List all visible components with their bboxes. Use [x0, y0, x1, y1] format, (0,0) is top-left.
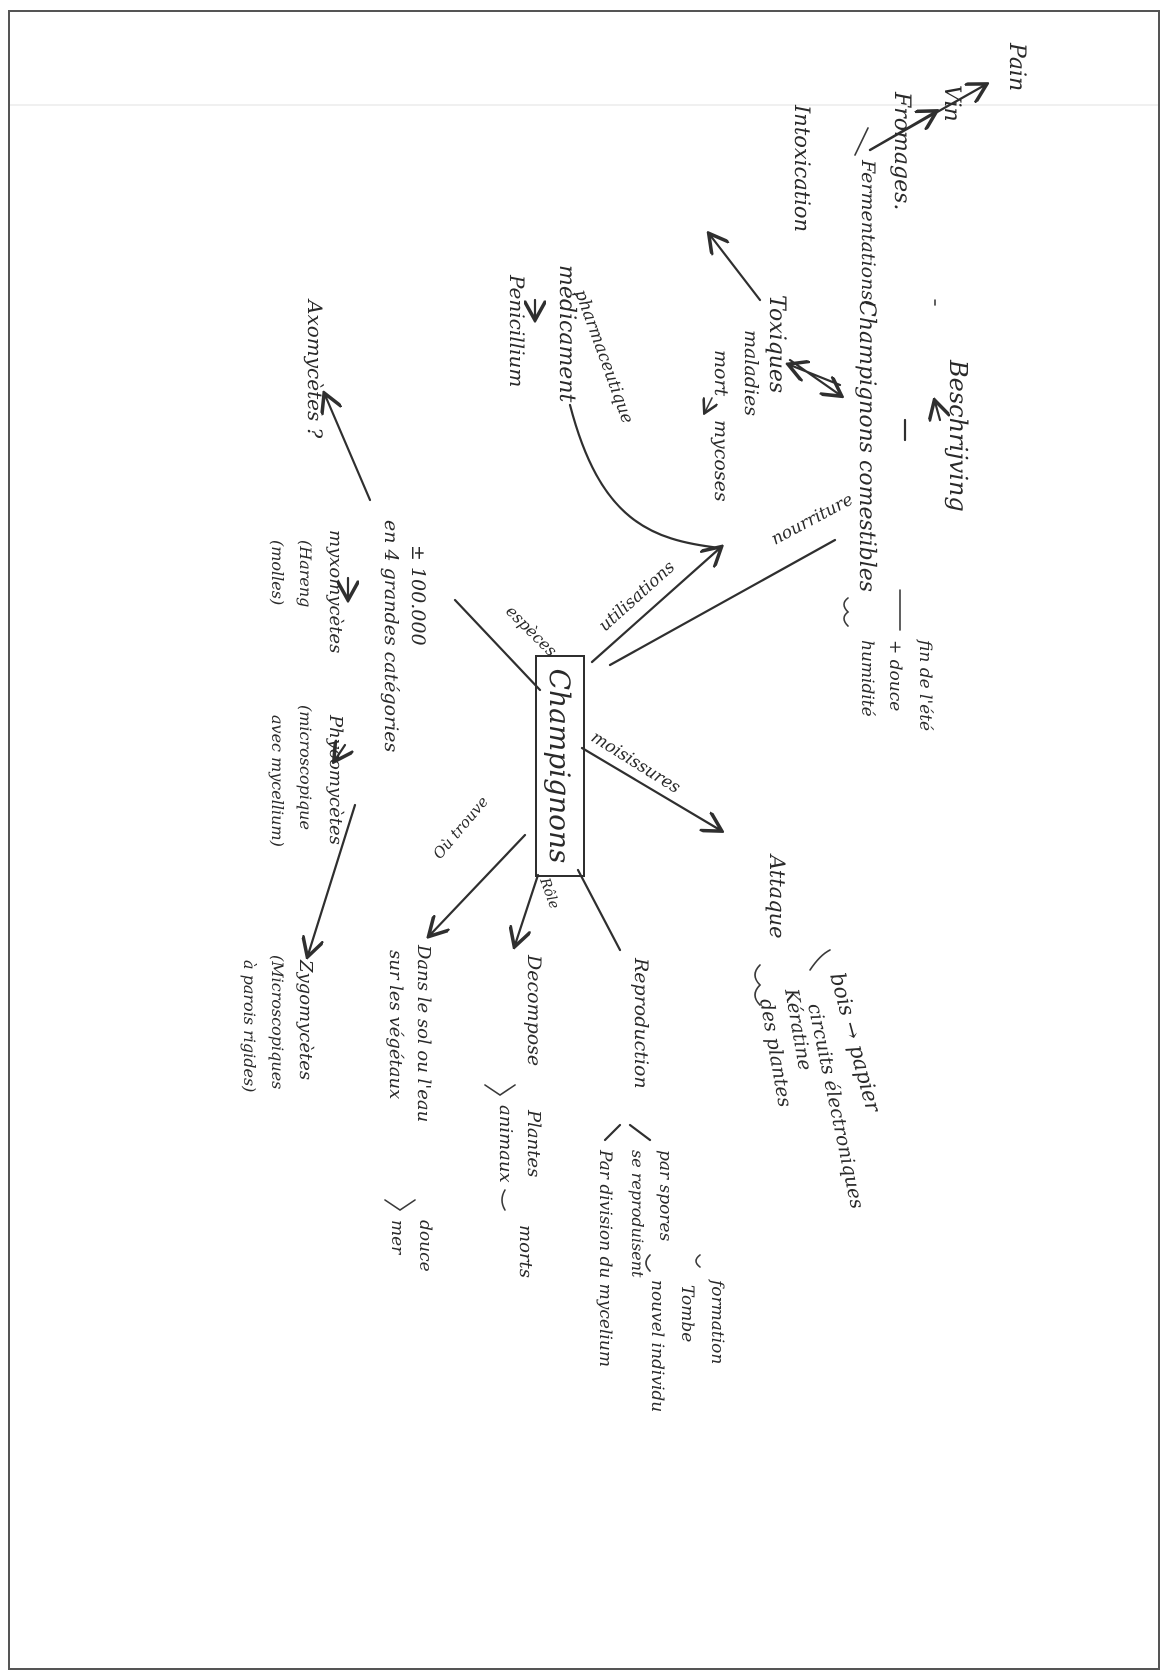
- label-role: Rôle: [536, 875, 562, 911]
- branch-line-nourriture: [608, 538, 837, 667]
- especes-categories: en 4 grandes catégories: [380, 520, 402, 753]
- node-mycoses: mycoses: [710, 420, 732, 502]
- node-habitat-sol-eau: Dans le sol ou l'eau: [413, 944, 434, 1122]
- brace-spores: [645, 1254, 651, 1272]
- header-arrow: [935, 402, 940, 420]
- brace-attaque-top: [809, 949, 831, 971]
- phycomycetes-note2: avec mycellium): [268, 715, 287, 847]
- habitat-mer: mer: [387, 1220, 407, 1255]
- especes-count: ± 100.000: [407, 545, 429, 646]
- node-fromages: Fromages.: [889, 91, 914, 210]
- header-beschrijving: Beschrijving: [944, 359, 972, 512]
- branch-division: [603, 1123, 622, 1142]
- branch-line-utilisations: [590, 548, 720, 664]
- node-division-mycelium: Par division du mycelium: [595, 1149, 615, 1367]
- spores-formation: formation: [707, 1278, 727, 1364]
- node-habitat-vegetaux: sur les végétaux: [385, 950, 406, 1099]
- spores-nouvel-individu: nouvel individu: [647, 1280, 667, 1412]
- label-especes: espèces: [502, 601, 561, 660]
- label-ou-trouve: Où trouve: [429, 793, 492, 863]
- brace-role: [501, 1189, 506, 1211]
- zygomycetes-note2: à parois rigides): [240, 960, 259, 1092]
- page-frame: [8, 10, 1160, 1670]
- arrow-to-phycomycetes: [335, 745, 345, 760]
- fork-role: [484, 1084, 516, 1096]
- node-se-reproduisent: se reproduisent: [628, 1150, 647, 1278]
- branch-line-reproduction: [576, 868, 622, 952]
- branch-line-role: [515, 873, 540, 945]
- humid-humidite: humidité: [857, 640, 877, 717]
- branch-spores: [628, 1123, 652, 1142]
- branch-line-especes: [453, 598, 542, 692]
- node-comestibles: Champignons comestibles: [854, 300, 879, 592]
- fork-habitat: [384, 1199, 416, 1211]
- myxomycetes-note2: (molles): [268, 540, 287, 605]
- brace-spores-outer: [695, 1254, 701, 1268]
- node-penicillium: Penicillium: [505, 274, 529, 387]
- brace-attaque: [754, 964, 762, 1006]
- myxomycetes-name: myxomycètes: [325, 530, 346, 653]
- node-decompose: Decompose: [523, 954, 545, 1066]
- arrow-to-zygomycetes: [308, 803, 357, 955]
- branch-line-moisissures: [580, 746, 720, 830]
- node-fermentations: Fermentations!: [857, 159, 879, 308]
- label-nourriture: nourriture: [768, 490, 857, 550]
- zygomycetes-note1: (Microscopiques: [268, 955, 287, 1089]
- node-toxiques: Toxiques: [764, 295, 789, 393]
- branch-line-pharmaceutique: [568, 403, 722, 550]
- arrow-to-mycoses: [705, 398, 712, 412]
- role-plantes: Plantes: [523, 1109, 544, 1177]
- node-mort: mort: [710, 350, 732, 397]
- phycomycetes-note1: (microscopique: [296, 705, 315, 830]
- node-maladies: maladies: [740, 330, 762, 416]
- node-axomycetes: Axomycètes ?: [303, 298, 327, 439]
- node-medicament: médicament: [554, 265, 579, 402]
- node-attaque: Attaque: [765, 853, 789, 939]
- node-par-spores: par spores: [655, 1150, 675, 1242]
- role-animaux: animaux: [495, 1105, 516, 1183]
- center-label: Champignons: [543, 669, 576, 864]
- center-node: Champignons: [535, 655, 585, 877]
- brace-humidity: [843, 597, 850, 627]
- spores-tombe: Tombe: [677, 1285, 697, 1342]
- arrow-to-axomycetes: [325, 395, 372, 502]
- node-pain: Pain: [1004, 42, 1029, 91]
- humid-douce: + douce: [885, 640, 905, 711]
- arrow-to-vin: [868, 112, 935, 152]
- myxomycetes-note1: (Hareng: [296, 540, 315, 607]
- node-intoxication: Intoxication: [790, 104, 814, 232]
- node-reproduction: Reproduction: [630, 957, 652, 1089]
- habitat-douce: douce: [415, 1220, 435, 1272]
- arrow-to-intoxication: [710, 235, 762, 302]
- branch-line-ou-trouve: [430, 833, 527, 935]
- tick-fermentation: [854, 127, 869, 156]
- label-moisissures: moisissures: [587, 727, 684, 798]
- arrow-toxiques-comestibles: [788, 358, 840, 395]
- phycomycetes-name: Phycomycètes: [325, 714, 346, 845]
- zygomycetes-name: Zygomycètes: [295, 959, 316, 1080]
- humid-fin-ete: fin de l'été: [915, 638, 935, 731]
- label-pharmaceutique: pharmaceutique: [570, 287, 637, 426]
- role-morts: morts: [515, 1225, 536, 1278]
- arrow-comestibles-toxiques: [790, 365, 842, 387]
